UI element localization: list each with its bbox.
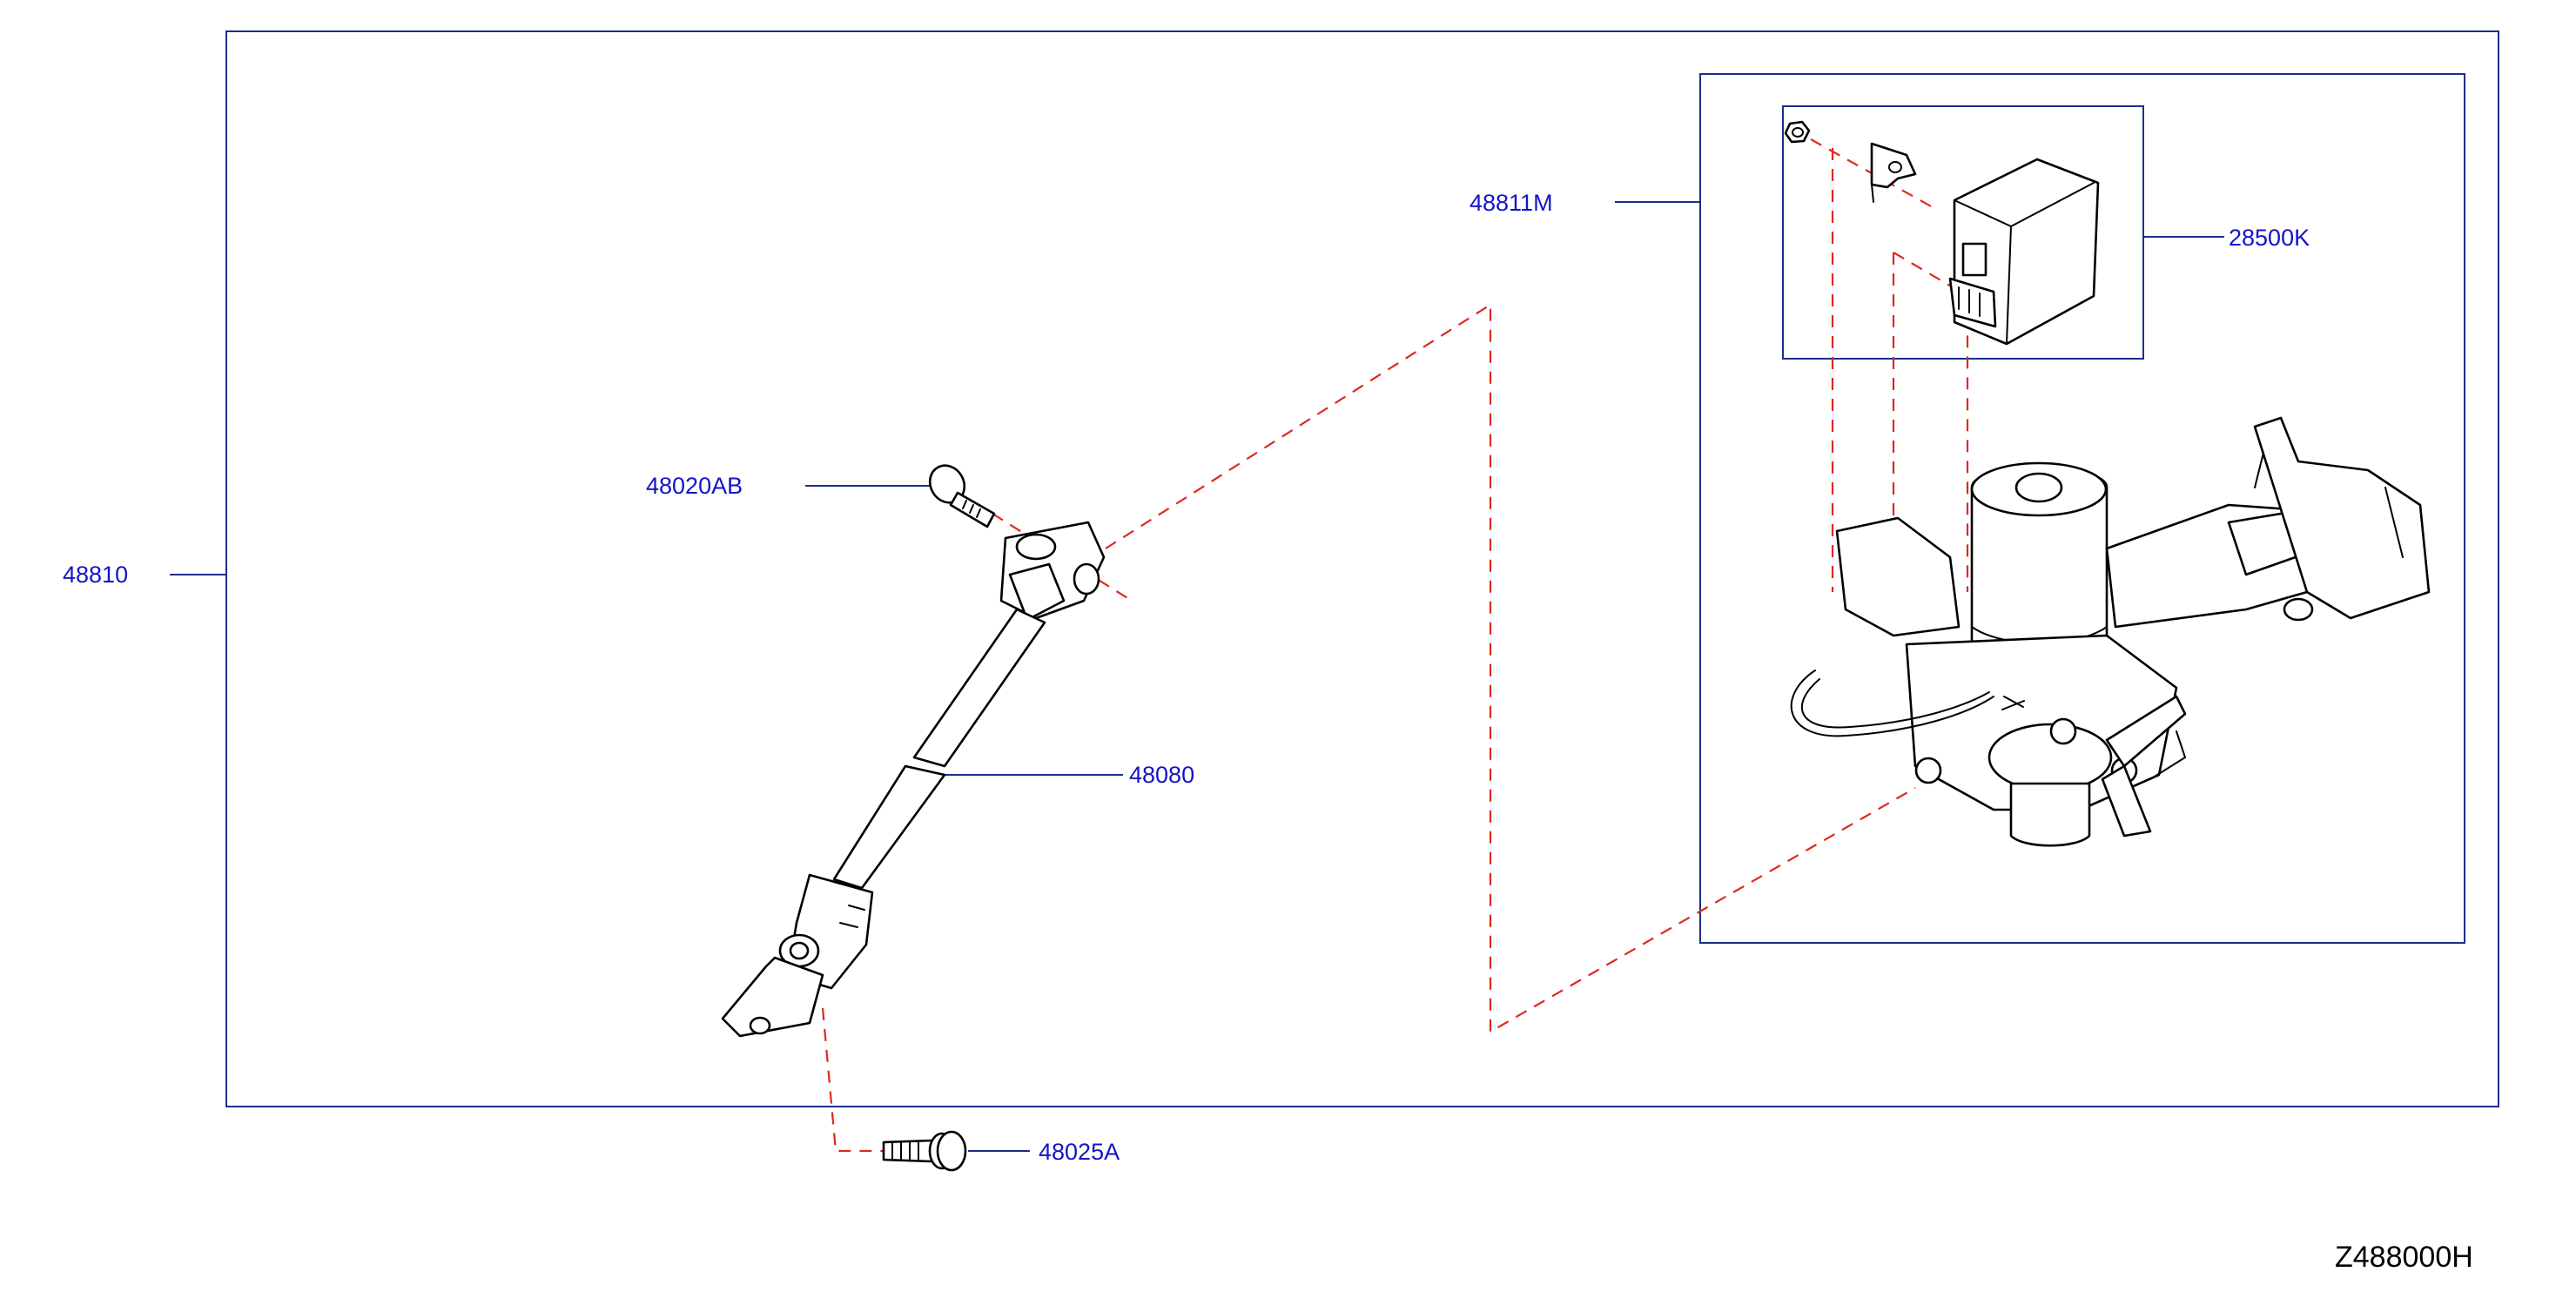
guide-upper-joint xyxy=(1105,303,1916,1033)
bolt-48025A xyxy=(882,1130,967,1172)
assembly-frame xyxy=(225,30,2499,1107)
control-unit-28500K xyxy=(1948,158,2100,346)
label-48810: 48810 xyxy=(63,562,128,588)
bracket-small xyxy=(1870,142,1917,203)
guide-bolt-lower xyxy=(821,1007,886,1153)
steering-column-48811M xyxy=(1790,416,2431,847)
label-48811M: 48811M xyxy=(1470,190,1553,216)
bolt-48020AB xyxy=(928,464,996,528)
column-subframe xyxy=(1699,73,2465,944)
label-48025A: 48025A xyxy=(1039,1139,1120,1165)
label-28500K: 28500K xyxy=(2229,225,2310,251)
label-48080: 48080 xyxy=(1129,762,1194,788)
guide-bolt-upper xyxy=(992,513,1133,602)
diagram-code: Z488000H xyxy=(2335,1241,2473,1274)
nut-small xyxy=(1784,120,1811,144)
shaft-48080 xyxy=(721,521,1106,1038)
label-48020AB: 48020AB xyxy=(646,473,743,499)
control-unit-subframe xyxy=(1782,105,2144,360)
